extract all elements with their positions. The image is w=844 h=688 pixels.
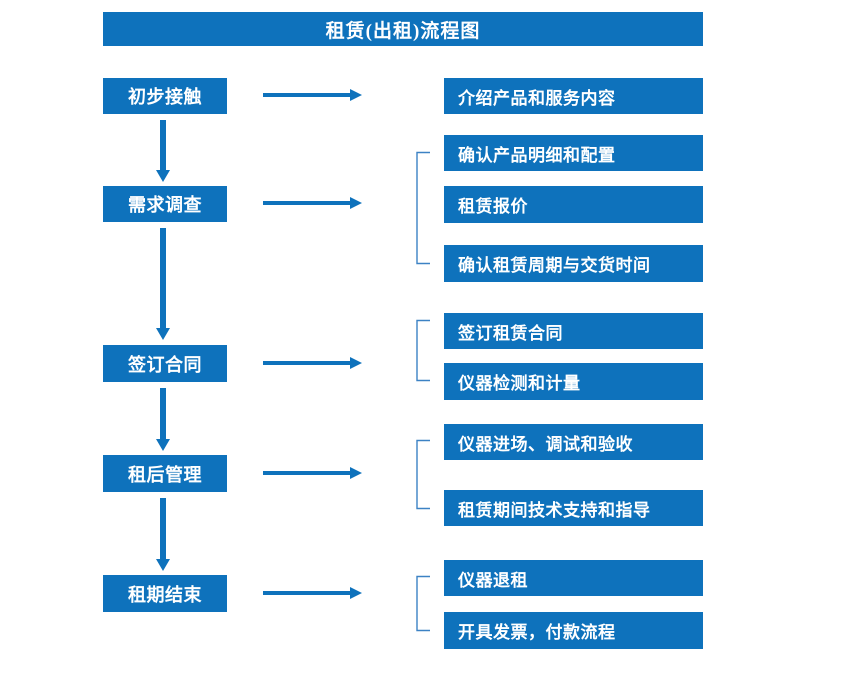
flow-arrow-down-4	[155, 498, 171, 571]
detail-box-2-2[interactable]: 租赁报价	[444, 186, 703, 223]
detail-box-5-2[interactable]: 开具发票，付款流程	[444, 612, 703, 649]
flow-arrow-down-3	[155, 388, 171, 451]
group-bracket-2	[416, 319, 432, 382]
detail-box-3-1[interactable]: 签订租赁合同	[444, 313, 703, 349]
detail-box-2-3[interactable]: 确认租赁周期与交货时间	[444, 245, 703, 282]
flow-arrow-right-4	[263, 465, 363, 481]
flow-arrow-down-1	[155, 120, 171, 182]
flow-arrow-right-5	[263, 585, 363, 601]
flow-arrow-down-2	[155, 228, 171, 340]
flow-arrow-right-1	[263, 87, 363, 103]
detail-box-5-1[interactable]: 仪器退租	[444, 560, 703, 596]
stage-box-5[interactable]: 租期结束	[103, 575, 227, 612]
detail-box-4-1[interactable]: 仪器进场、调试和验收	[444, 424, 703, 460]
stage-box-4[interactable]: 租后管理	[103, 455, 227, 492]
stage-box-3[interactable]: 签订合同	[103, 345, 227, 382]
detail-box-2-1[interactable]: 确认产品明细和配置	[444, 135, 703, 171]
flow-arrow-right-2	[263, 195, 363, 211]
diagram-title: 租赁(出租)流程图	[103, 12, 703, 46]
detail-box-3-2[interactable]: 仪器检测和计量	[444, 363, 703, 400]
stage-box-2[interactable]: 需求调查	[103, 186, 227, 222]
flow-arrow-right-3	[263, 355, 363, 371]
detail-box-4-2[interactable]: 租赁期间技术支持和指导	[444, 490, 703, 526]
stage-box-1[interactable]: 初步接触	[103, 78, 227, 114]
detail-box-1-1[interactable]: 介绍产品和服务内容	[444, 78, 703, 114]
group-bracket-1	[416, 151, 432, 265]
group-bracket-4	[416, 575, 432, 632]
group-bracket-3	[416, 439, 432, 510]
